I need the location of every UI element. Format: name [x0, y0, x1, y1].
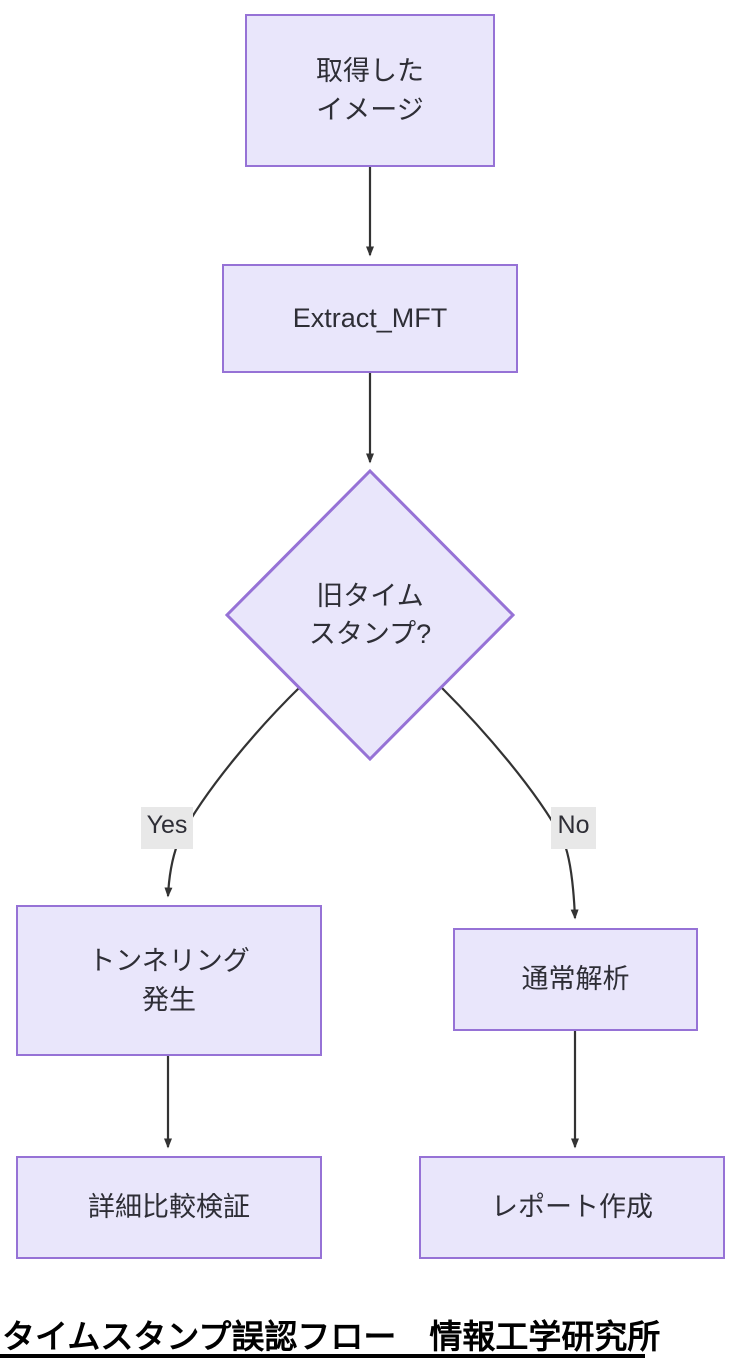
flowchart-canvas: 取得した イメージ Extract_MFT 旧タイム スタンプ? Yes No …: [16, 14, 725, 1259]
caption: タイムスタンプ誤認フロー 情報工学研究所: [0, 1310, 756, 1368]
node-acquired-image[interactable]: 取得した イメージ: [245, 14, 495, 167]
caption-underline: [0, 1354, 645, 1358]
node-report-label: レポート作成: [491, 1192, 653, 1223]
node-acquired-image-label: 取得した イメージ: [316, 56, 424, 125]
node-tunneling[interactable]: トンネリング 発生: [16, 905, 322, 1056]
node-normal-analysis-label: 通常解析: [521, 964, 630, 995]
node-detailed-compare-label: 詳細比較検証: [88, 1192, 250, 1223]
node-tunneling-label: トンネリング 発生: [88, 946, 250, 1015]
node-report[interactable]: レポート作成: [419, 1156, 725, 1259]
edge-label-no: No: [551, 807, 596, 849]
node-old-timestamp-label: 旧タイム スタンプ?: [308, 580, 432, 649]
edge-label-yes: Yes: [141, 807, 193, 849]
node-extract-mft-label: Extract_MFT: [292, 303, 448, 334]
diamond-shape: [225, 469, 515, 761]
node-detailed-compare[interactable]: 詳細比較検証: [16, 1156, 322, 1259]
node-old-timestamp[interactable]: 旧タイム スタンプ?: [225, 469, 515, 761]
node-normal-analysis[interactable]: 通常解析: [453, 928, 698, 1031]
caption-text: タイムスタンプ誤認フロー 情報工学研究所: [2, 1318, 661, 1355]
node-extract-mft[interactable]: Extract_MFT: [222, 264, 518, 373]
